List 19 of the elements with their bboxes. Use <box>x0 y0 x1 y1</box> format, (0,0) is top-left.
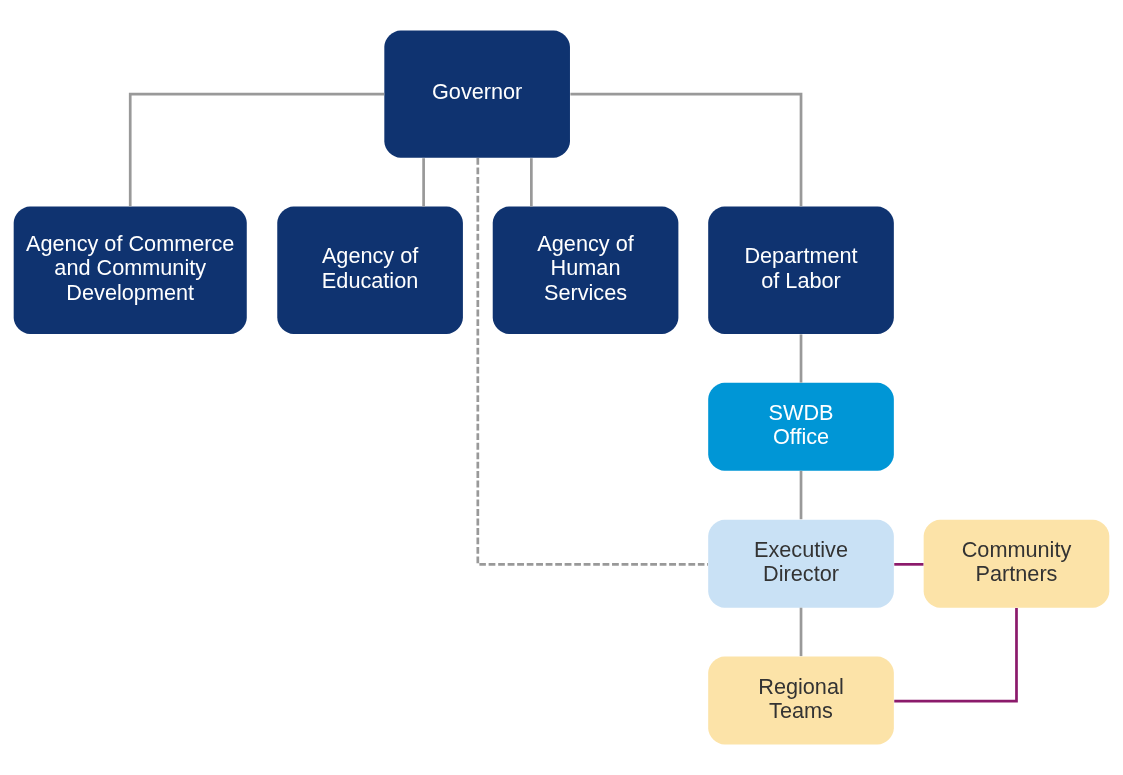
connector <box>894 563 924 566</box>
node-box: Agency of Commerce and Community Development <box>13 206 247 334</box>
connector <box>128 92 385 207</box>
connector <box>799 470 803 520</box>
connector <box>530 158 533 207</box>
connector <box>799 607 803 657</box>
connector <box>894 607 1018 703</box>
node-box: Regional Teams <box>708 656 894 745</box>
node-box: Agency of Human Services <box>492 206 679 334</box>
connector <box>570 92 803 207</box>
node-box: Community Partners <box>923 519 1110 608</box>
node-box: Executive Director <box>708 519 894 608</box>
node-box: Agency of Education <box>277 206 463 334</box>
connector <box>476 158 708 566</box>
connector <box>799 334 803 383</box>
node-box: SWDB Office <box>708 382 894 471</box>
connector <box>422 158 425 207</box>
node-box: Department of Labor <box>708 206 894 334</box>
node-box: Governor <box>384 30 570 158</box>
